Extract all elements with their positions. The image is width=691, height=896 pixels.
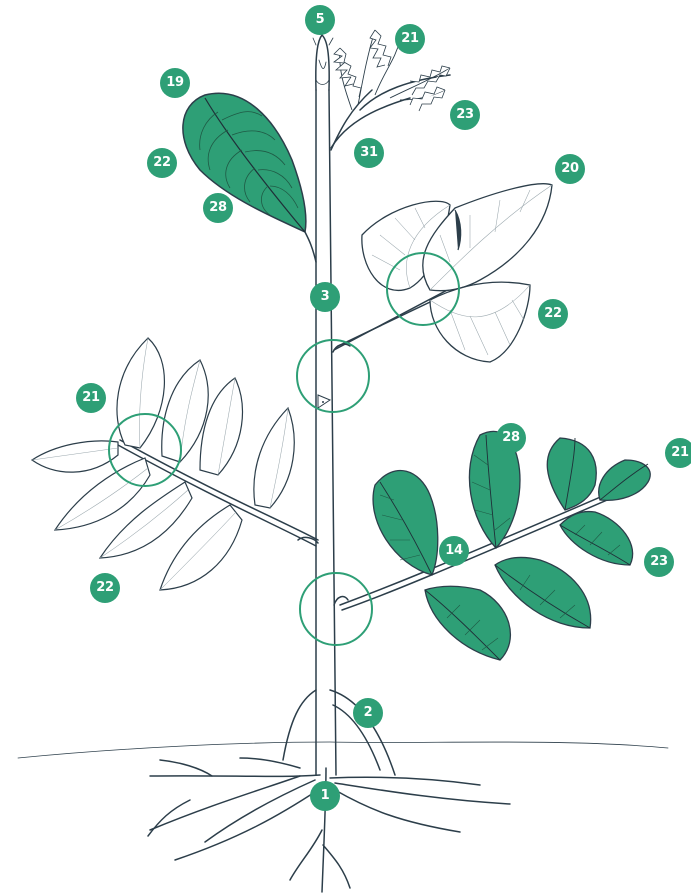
ground-line bbox=[18, 742, 668, 758]
label-22-upper-left: 22 bbox=[147, 148, 177, 178]
simple-leaf-upper-left bbox=[183, 93, 316, 262]
compound-leaf-left bbox=[32, 338, 318, 590]
label-2: 2 bbox=[353, 698, 383, 728]
label-31: 31 bbox=[354, 138, 384, 168]
label-28-lower: 28 bbox=[496, 423, 526, 453]
label-21-top: 21 bbox=[395, 24, 425, 54]
label-5: 5 bbox=[305, 5, 335, 35]
label-3: 3 bbox=[310, 282, 340, 312]
label-22-lower-left: 22 bbox=[90, 573, 120, 603]
label-21-left: 21 bbox=[76, 383, 106, 413]
label-20: 20 bbox=[555, 154, 585, 184]
label-23-top: 23 bbox=[450, 100, 480, 130]
label-28-upper: 28 bbox=[203, 193, 233, 223]
stem-scar bbox=[318, 395, 330, 408]
label-19: 19 bbox=[160, 68, 190, 98]
compound-leaf-lower-right bbox=[334, 431, 650, 660]
label-1: 1 bbox=[310, 781, 340, 811]
label-14: 14 bbox=[439, 536, 469, 566]
highlight-circle-lower-node bbox=[300, 573, 372, 645]
label-22-right: 22 bbox=[538, 299, 568, 329]
compound-leaf-upper-right bbox=[333, 184, 552, 362]
roots bbox=[148, 758, 510, 892]
young-frond-pinnae bbox=[334, 30, 450, 111]
label-23-right: 23 bbox=[644, 547, 674, 577]
prop-root-left bbox=[283, 690, 316, 760]
label-21-right: 21 bbox=[665, 438, 691, 468]
